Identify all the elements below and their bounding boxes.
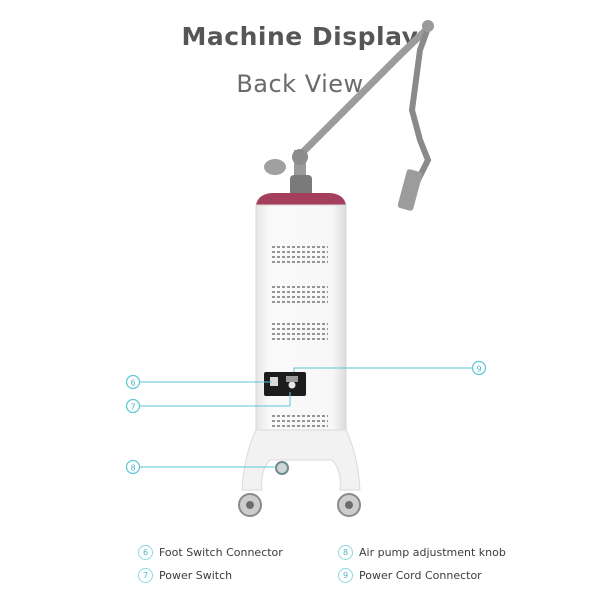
air-pump-knob bbox=[275, 461, 289, 475]
callout-num: 6 bbox=[130, 379, 135, 388]
page-subtitle: Back View bbox=[236, 70, 364, 98]
machine-top-trim bbox=[256, 193, 346, 205]
legend-num: 9 bbox=[338, 568, 353, 583]
foot-switch-connector bbox=[270, 377, 278, 386]
legend-item-power-cord: 9 Power Cord Connector bbox=[338, 568, 482, 583]
legend-label: Power Cord Connector bbox=[359, 569, 482, 582]
power-cord-connector bbox=[286, 376, 298, 382]
machine-base bbox=[241, 429, 361, 491]
legend-num: 7 bbox=[138, 568, 153, 583]
legend-item-foot-switch: 6 Foot Switch Connector bbox=[138, 545, 283, 560]
callout-num: 9 bbox=[476, 365, 481, 374]
machine-body bbox=[255, 204, 347, 461]
legend-label: Foot Switch Connector bbox=[159, 546, 283, 559]
caster-wheels bbox=[238, 493, 361, 517]
legend-num: 6 bbox=[138, 545, 153, 560]
legend-label: Power Switch bbox=[159, 569, 233, 582]
power-switch bbox=[288, 381, 296, 389]
page-title: Machine Display bbox=[181, 22, 419, 51]
legend-item-power-switch: 7 Power Switch bbox=[138, 568, 232, 583]
legend-label: Air pump adjustment knob bbox=[359, 546, 506, 559]
callout-marker-9: 9 bbox=[471, 360, 487, 376]
callout-marker-8: 8 bbox=[125, 459, 141, 475]
callout-num: 8 bbox=[130, 464, 135, 473]
legend-num: 8 bbox=[338, 545, 353, 560]
callout-marker-6: 6 bbox=[125, 374, 141, 390]
callout-marker-7: 7 bbox=[125, 398, 141, 414]
callout-lines bbox=[139, 367, 473, 468]
legend-item-air-pump-knob: 8 Air pump adjustment knob bbox=[338, 545, 506, 560]
articulated-arm bbox=[264, 20, 434, 211]
callout-num: 7 bbox=[130, 403, 135, 412]
